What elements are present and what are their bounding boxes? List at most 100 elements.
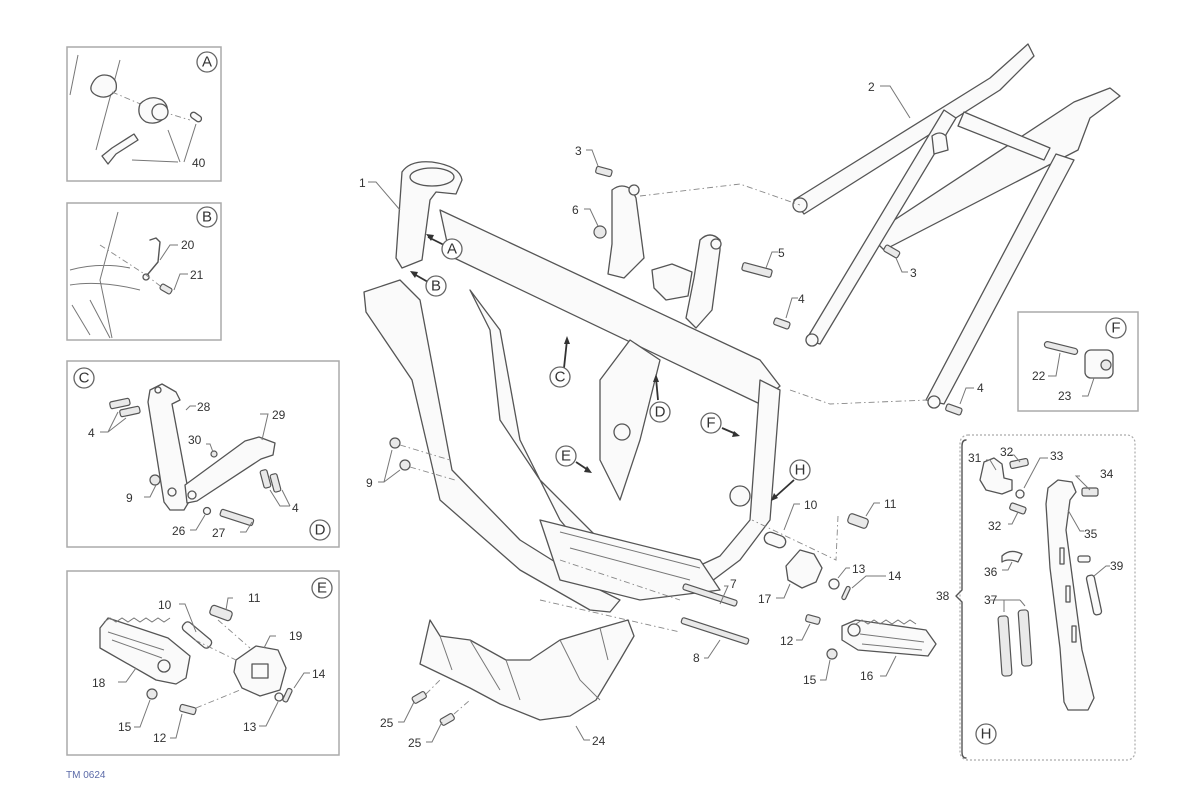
bolt-27	[219, 508, 255, 527]
stand-bracket-31	[979, 457, 1013, 495]
label-18: 18	[92, 676, 106, 690]
label-29: 29	[272, 408, 286, 422]
nut-9	[399, 459, 411, 471]
clip-screw	[159, 283, 173, 295]
label-2: 2	[868, 80, 875, 94]
label-25: 25	[380, 716, 394, 730]
nut-9	[149, 474, 161, 486]
spacer-23	[1084, 349, 1114, 379]
label-14: 14	[888, 569, 902, 583]
detail-callouts: A B C D E F H	[410, 234, 811, 501]
inset-letter-b: B	[202, 209, 212, 226]
label-35: 35	[1084, 527, 1098, 541]
washer-30	[210, 450, 218, 458]
label-14: 14	[312, 667, 326, 681]
shock-mount-left	[607, 185, 645, 279]
shock-mount-right	[685, 234, 721, 329]
label-10: 10	[158, 598, 172, 612]
switch-39	[1077, 555, 1091, 563]
label-34: 34	[1100, 467, 1114, 481]
label-4: 4	[798, 292, 805, 306]
pin-10	[763, 531, 787, 549]
label-32: 32	[988, 519, 1002, 533]
inset-letter-c: C	[79, 370, 90, 387]
inset-e: 10 11 19 18 14 15 12 13 E	[66, 570, 340, 756]
label-10: 10	[804, 498, 818, 512]
cradle-rails	[469, 289, 781, 591]
inset-letter-a: A	[202, 54, 212, 71]
inset-b-frame	[66, 202, 222, 341]
bolt-32	[1009, 457, 1029, 470]
label-27: 27	[212, 526, 226, 540]
inset-f: 22 23 F	[1017, 311, 1139, 412]
lock-pin	[189, 111, 203, 123]
callout-e: E	[561, 448, 571, 465]
label-5: 5	[778, 246, 785, 260]
inset-b: 20 21 B	[66, 202, 222, 341]
label-19: 19	[289, 629, 303, 643]
screw-25	[411, 691, 427, 704]
bolt-3	[595, 165, 613, 178]
footpeg-bracket-17	[785, 549, 823, 589]
skid-plate-24: 25 25 24	[380, 619, 635, 750]
spring-15	[146, 688, 158, 700]
bolt-4	[773, 317, 791, 330]
inset-letter-e: E	[317, 580, 327, 597]
label-20: 20	[181, 238, 195, 252]
label-6: 6	[572, 203, 579, 217]
washer-33	[1015, 489, 1025, 499]
spring-37	[1017, 609, 1033, 667]
engine-mount-plate-29	[184, 436, 276, 504]
label-1: 1	[359, 176, 366, 190]
label-26: 26	[172, 524, 186, 538]
main-fasteners: 3 6 5 4 3 4 9 10 11	[366, 144, 984, 687]
label-9: 9	[366, 476, 373, 490]
label-37: 37	[984, 593, 998, 607]
headstock-lug	[90, 74, 118, 98]
label-16: 16	[860, 669, 874, 683]
label-11: 11	[884, 497, 897, 511]
screw-25	[439, 713, 455, 726]
washer-13	[274, 692, 284, 702]
frame-outline-lines	[69, 211, 141, 339]
nut-9	[389, 437, 401, 449]
bolt-4	[269, 473, 282, 493]
label-12: 12	[153, 731, 167, 745]
swingarm-pivot-plate	[599, 339, 661, 501]
bolt-32	[1009, 502, 1027, 515]
spring-15	[826, 648, 838, 660]
bolt-12	[179, 703, 197, 716]
washer-13	[828, 578, 840, 590]
label-33: 33	[1050, 449, 1064, 463]
callout-a: A	[447, 241, 457, 258]
bolt-4	[945, 403, 963, 416]
label-13: 13	[852, 562, 866, 576]
spring-37	[997, 615, 1013, 677]
bolt-11	[209, 604, 233, 622]
spring-14	[282, 687, 293, 703]
group-brace	[955, 439, 967, 759]
spacer-26	[202, 506, 212, 516]
inset-letter-f: F	[1111, 320, 1120, 337]
spring-14	[841, 585, 851, 601]
callout-c: C	[555, 369, 566, 386]
wire-clip	[147, 237, 161, 275]
inset-letter-d: D	[315, 522, 326, 539]
bolt-4	[119, 405, 141, 418]
label-25: 25	[408, 736, 422, 750]
bolt-8	[680, 617, 750, 645]
callout-h: H	[795, 462, 806, 479]
label-22: 22	[1032, 369, 1046, 383]
callout-d: D	[655, 404, 666, 421]
label-7: 7	[730, 577, 737, 591]
lock-key	[101, 133, 139, 165]
inset-c-d: 4 28 29 30 9 4 26 27 C D	[66, 360, 340, 548]
label-4: 4	[88, 426, 95, 440]
label-28: 28	[197, 400, 211, 414]
label-23: 23	[1058, 389, 1072, 403]
headstock	[395, 161, 463, 269]
label-15: 15	[803, 673, 817, 687]
label-31: 31	[968, 451, 982, 465]
label-17: 17	[758, 592, 772, 606]
